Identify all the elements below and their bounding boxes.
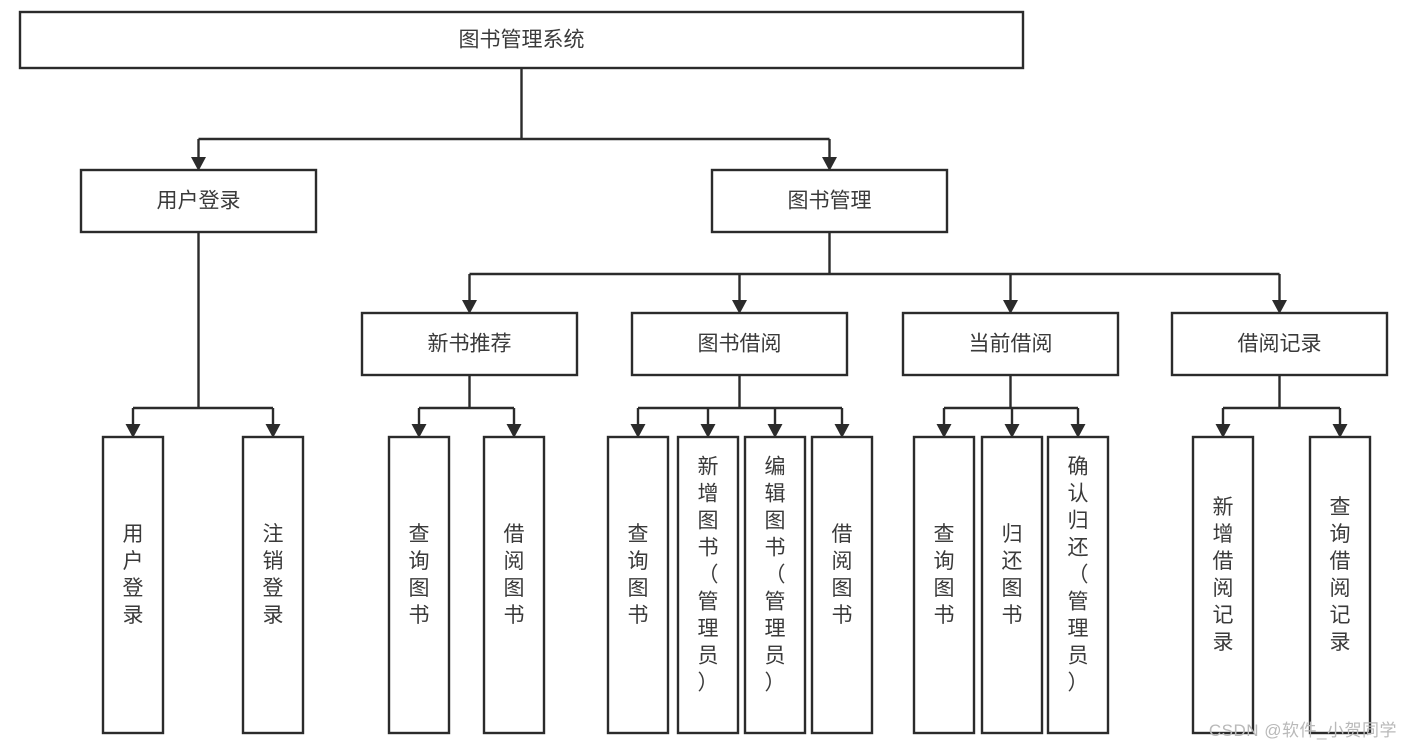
- node-label-leaf-query-book-2: 查询图书: [628, 523, 649, 627]
- node-leaf-borrow-book-1[interactable]: 借阅图书: [482, 435, 546, 735]
- arrow-head-user-login: [191, 157, 206, 171]
- arrow-head-leaf-user-login: [125, 424, 141, 438]
- node-leaf-add-book[interactable]: 新增图书（管理员）: [676, 435, 740, 735]
- node-layer: 图书管理系统用户登录图书管理新书推荐图书借阅当前借阅借阅记录用户登录注销登录查询…: [18, 10, 1389, 735]
- node-box-leaf-add-record[interactable]: [1191, 435, 1255, 735]
- node-leaf-logout[interactable]: 注销登录: [241, 435, 305, 735]
- node-label-leaf-confirm-return: 确认归还（管理员）: [1068, 456, 1089, 695]
- arrow-head-leaf-edit-book: [767, 424, 783, 438]
- arrow-head-leaf-borrow-book-1: [506, 424, 522, 438]
- node-box-borrow-record[interactable]: [1170, 311, 1389, 377]
- node-label-current-borrow: 当前借阅: [969, 333, 1053, 356]
- arrow-head-leaf-query-book-2: [630, 424, 646, 438]
- node-new-book-rec[interactable]: 新书推荐: [360, 311, 579, 377]
- csdn-watermark: CSDN @软件_小贺同学: [1208, 721, 1397, 740]
- node-box-leaf-add-book[interactable]: [676, 435, 740, 735]
- node-book-manage[interactable]: 图书管理: [710, 168, 949, 234]
- node-label-book-borrow: 图书借阅: [698, 333, 782, 356]
- node-label-leaf-query-record: 查询借阅记录: [1330, 496, 1351, 654]
- node-leaf-confirm-return[interactable]: 确认归还（管理员）: [1046, 435, 1110, 735]
- arrow-head-leaf-logout: [265, 424, 281, 438]
- arrow-head-leaf-query-record: [1332, 424, 1348, 438]
- node-label-leaf-add-record: 新增借阅记录: [1213, 496, 1234, 654]
- node-box-leaf-query-book-2[interactable]: [606, 435, 670, 735]
- node-label-leaf-query-book-1: 查询图书: [409, 523, 430, 627]
- node-box-leaf-edit-book[interactable]: [743, 435, 807, 735]
- node-box-leaf-borrow-book-2[interactable]: [810, 435, 874, 735]
- node-label-leaf-edit-book: 编辑图书（管理员）: [765, 456, 786, 695]
- node-label-leaf-add-book: 新增图书（管理员）: [698, 456, 719, 695]
- node-box-leaf-query-book-3[interactable]: [912, 435, 976, 735]
- node-label-leaf-user-login: 用户登录: [123, 523, 144, 627]
- node-label-new-book-rec: 新书推荐: [428, 333, 512, 356]
- node-box-user-login[interactable]: [79, 168, 318, 234]
- arrow-head-borrow-record: [1272, 300, 1287, 314]
- node-box-leaf-logout[interactable]: [241, 435, 305, 735]
- node-leaf-query-book-3[interactable]: 查询图书: [912, 435, 976, 735]
- node-label-root: 图书管理系统: [459, 29, 585, 52]
- node-leaf-user-login[interactable]: 用户登录: [101, 435, 165, 735]
- arrow-head-leaf-return-book: [1004, 424, 1020, 438]
- connector-layer: [125, 68, 1348, 438]
- arrow-head-book-borrow: [732, 300, 747, 314]
- node-leaf-query-book-2[interactable]: 查询图书: [606, 435, 670, 735]
- node-root[interactable]: 图书管理系统: [18, 10, 1025, 70]
- node-box-book-manage[interactable]: [710, 168, 949, 234]
- node-box-leaf-return-book[interactable]: [980, 435, 1044, 735]
- arrow-head-leaf-confirm-return: [1070, 424, 1086, 438]
- node-box-leaf-confirm-return[interactable]: [1046, 435, 1110, 735]
- arrow-head-leaf-add-record: [1215, 424, 1231, 438]
- node-leaf-query-book-1[interactable]: 查询图书: [387, 435, 451, 735]
- node-label-leaf-borrow-book-2: 借阅图书: [832, 523, 853, 627]
- arrow-head-new-book-rec: [462, 300, 477, 314]
- node-box-leaf-user-login[interactable]: [101, 435, 165, 735]
- node-box-root[interactable]: [18, 10, 1025, 70]
- node-label-borrow-record: 借阅记录: [1238, 333, 1322, 356]
- node-label-book-manage: 图书管理: [788, 190, 872, 213]
- arrow-head-current-borrow: [1003, 300, 1018, 314]
- node-leaf-query-record[interactable]: 查询借阅记录: [1308, 435, 1372, 735]
- node-label-leaf-logout: 注销登录: [263, 523, 284, 627]
- arrow-head-leaf-query-book-3: [936, 424, 952, 438]
- node-user-login[interactable]: 用户登录: [79, 168, 318, 234]
- node-leaf-borrow-book-2[interactable]: 借阅图书: [810, 435, 874, 735]
- arrow-head-leaf-query-book-1: [411, 424, 427, 438]
- node-leaf-edit-book[interactable]: 编辑图书（管理员）: [743, 435, 807, 735]
- arrow-head-leaf-borrow-book-2: [834, 424, 850, 438]
- node-box-leaf-borrow-book-1[interactable]: [482, 435, 546, 735]
- node-book-borrow[interactable]: 图书借阅: [630, 311, 849, 377]
- node-label-leaf-borrow-book-1: 借阅图书: [504, 523, 525, 627]
- node-current-borrow[interactable]: 当前借阅: [901, 311, 1120, 377]
- node-box-book-borrow[interactable]: [630, 311, 849, 377]
- arrow-head-leaf-add-book: [700, 424, 716, 438]
- node-leaf-return-book[interactable]: 归还图书: [980, 435, 1044, 735]
- arrow-head-book-manage: [822, 157, 837, 171]
- node-leaf-add-record[interactable]: 新增借阅记录: [1191, 435, 1255, 735]
- node-box-leaf-query-book-1[interactable]: [387, 435, 451, 735]
- node-box-new-book-rec[interactable]: [360, 311, 579, 377]
- node-label-leaf-query-book-3: 查询图书: [934, 523, 955, 627]
- node-label-leaf-return-book: 归还图书: [1002, 523, 1023, 627]
- node-box-leaf-query-record[interactable]: [1308, 435, 1372, 735]
- node-box-current-borrow[interactable]: [901, 311, 1120, 377]
- node-label-user-login: 用户登录: [157, 190, 241, 213]
- node-borrow-record[interactable]: 借阅记录: [1170, 311, 1389, 377]
